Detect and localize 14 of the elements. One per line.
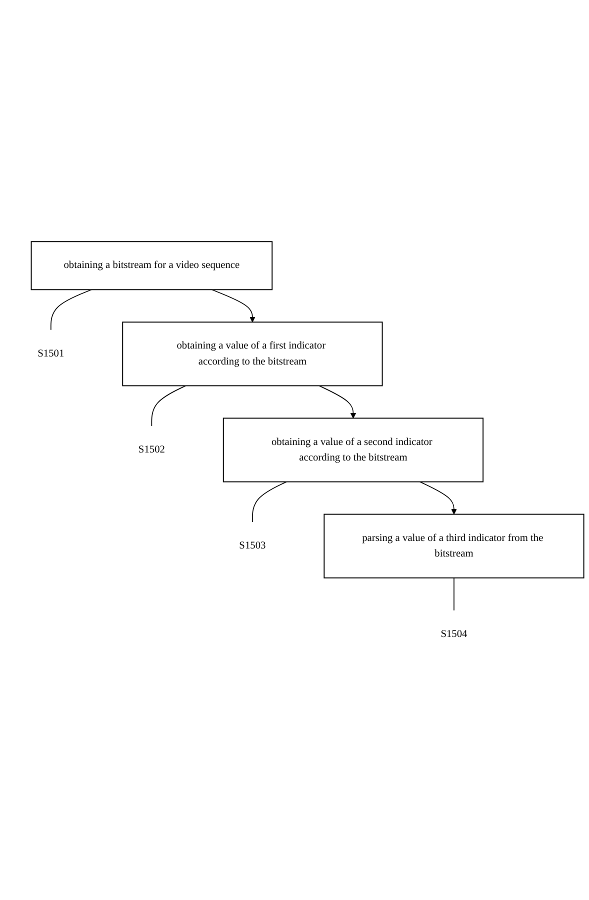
node-box: obtaining a value of a first indicator according to the bitstream xyxy=(122,322,383,386)
node-box: obtaining a value of a second indicator according to the bitstream xyxy=(222,418,484,482)
arrow xyxy=(420,481,457,515)
node-text: S1503 xyxy=(239,540,266,552)
node-text: S1502 xyxy=(138,444,165,456)
node-text: S1504 xyxy=(440,628,468,640)
node-text: S1501 xyxy=(38,348,64,360)
node-box: parsing a value of a third indicator from the bitstream xyxy=(324,514,584,578)
node-box: obtaining a bitstream for a video sequence xyxy=(30,241,273,290)
arrow xyxy=(211,289,256,322)
connector xyxy=(252,481,287,522)
connector xyxy=(151,385,186,426)
connector xyxy=(50,289,92,330)
arrow xyxy=(318,385,356,418)
